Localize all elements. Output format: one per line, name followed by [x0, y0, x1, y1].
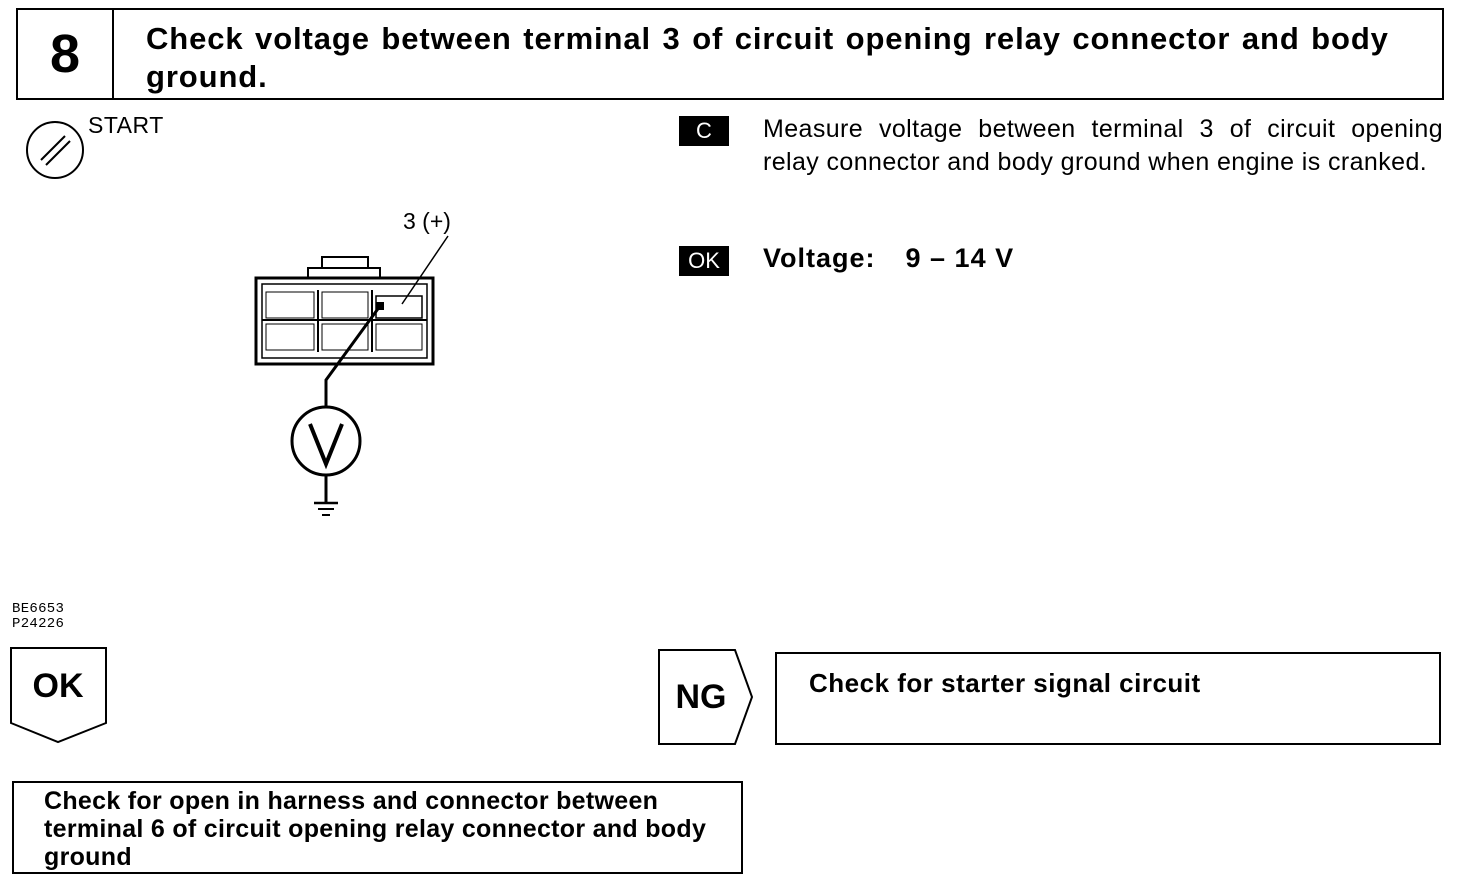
- figure-code: BE6653: [12, 601, 65, 617]
- check-tag: C: [679, 116, 729, 146]
- voltage-value: 9 – 14 V: [905, 243, 1015, 273]
- start-label: START: [88, 112, 164, 138]
- terminal-label: 3 (+): [403, 208, 451, 234]
- ground-icon: [314, 501, 338, 516]
- ok-action-text: Check for open in harness and connector …: [44, 787, 707, 871]
- step-title: Check voltage between terminal 3 of circ…: [146, 21, 1389, 94]
- voltage-label: Voltage:: [763, 243, 876, 273]
- ok-action-box: Check for open in harness and connector …: [12, 781, 743, 874]
- ng-action-text: Check for starter signal circuit: [809, 668, 1201, 698]
- ng-arrow-shape: [658, 649, 754, 745]
- ok-arrow-shape: [10, 647, 107, 744]
- ok-tag: OK: [679, 246, 729, 276]
- figure-code: P24226: [12, 616, 65, 632]
- step-header: 8 Check voltage between terminal 3 of ci…: [16, 8, 1444, 100]
- measure-instruction: Measure voltage between terminal 3 of ci…: [763, 115, 1443, 176]
- ng-label: NG: [675, 678, 727, 716]
- probe-lead: [324, 305, 382, 416]
- connector-diagram: 3 (+): [254, 208, 451, 516]
- ok-label: OK: [32, 667, 84, 705]
- ng-action-box: Check for starter signal circuit: [775, 652, 1441, 745]
- step-number: 8: [18, 10, 114, 98]
- figure-codes: BE6653 P24226: [12, 602, 64, 632]
- ignition-start-icon: [26, 121, 84, 179]
- voltage-spec: Voltage: 9 – 14 V: [763, 243, 1014, 274]
